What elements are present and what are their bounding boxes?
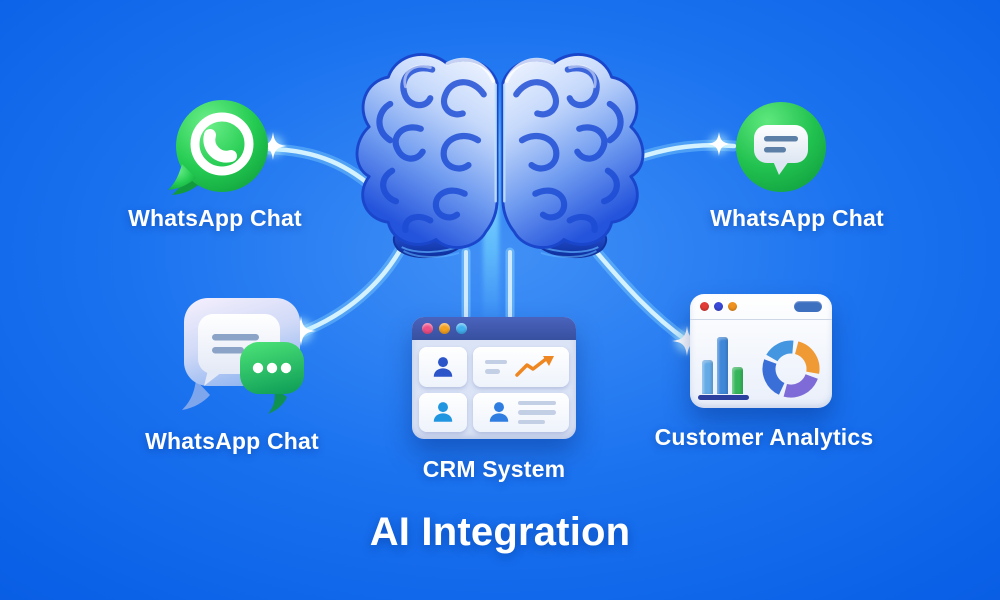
brain-stem-lines	[461, 247, 515, 321]
label-customer-analytics: Customer Analytics	[654, 424, 874, 450]
whatsapp-logo-icon	[168, 94, 276, 209]
donut-chart-icon	[762, 340, 820, 398]
window-dot-red	[700, 302, 709, 311]
window-dot-blue	[456, 323, 467, 334]
crm-titlebar	[412, 317, 576, 340]
connector-bottom-left	[296, 237, 410, 338]
label-whatsapp-bottom-left: WhatsApp Chat	[145, 428, 319, 454]
window-dot-orange	[439, 323, 450, 334]
window-dot-orange	[728, 302, 737, 311]
crm-body	[412, 340, 576, 439]
analytics-window-icon	[690, 294, 832, 408]
window-dot-blue	[714, 302, 723, 311]
person-icon	[433, 402, 453, 422]
crm-contact-detail-card	[473, 392, 569, 432]
brain-icon	[352, 50, 648, 282]
connector-bottom-right	[583, 237, 692, 346]
chat-bubble-circle-icon	[734, 100, 828, 199]
label-whatsapp-top-left: WhatsApp Chat	[128, 205, 302, 231]
chat-bubbles-icon	[178, 296, 310, 423]
page-title: AI Integration	[369, 510, 631, 554]
analytics-content	[690, 320, 832, 408]
crm-trend-card	[473, 347, 569, 387]
person-icon	[489, 402, 509, 422]
person-icon	[433, 356, 453, 377]
crm-contact-card	[419, 347, 467, 387]
bar-chart-icon	[698, 337, 749, 400]
analytics-header	[690, 294, 832, 320]
label-crm-system: CRM System	[422, 456, 566, 482]
label-whatsapp-top-right: WhatsApp Chat	[710, 205, 884, 231]
window-dot-pink	[422, 323, 433, 334]
header-button	[794, 301, 822, 312]
crm-contact-card	[419, 392, 467, 432]
crm-window-icon	[412, 317, 576, 439]
trend-up-icon	[515, 355, 554, 377]
